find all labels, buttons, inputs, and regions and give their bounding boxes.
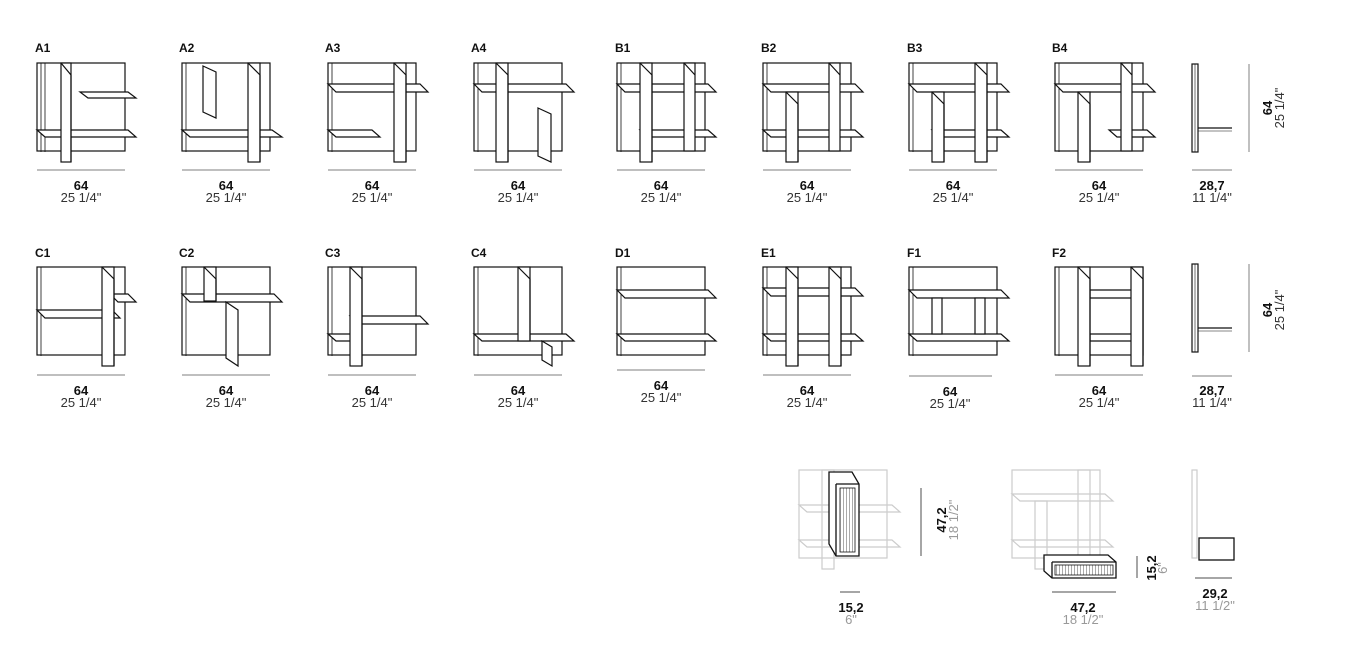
depth-in: 11 1/4" (1192, 190, 1232, 205)
accessory-vertical-box: 47,2 18 1/2" 15,2 6" (797, 469, 961, 627)
width-in: 25 1/4" (498, 395, 539, 410)
height-cm: 15,2 (1144, 555, 1159, 580)
width-in: 25 1/4" (1079, 395, 1120, 410)
width-cm: 64 (800, 383, 815, 398)
module-label: C3 (325, 246, 341, 260)
module-label: F2 (1052, 246, 1066, 260)
module-b3: B3 64 25 1/4" (907, 41, 1011, 205)
width-cm: 64 (1092, 383, 1107, 398)
module-c3: C3 64 25 1/4" (325, 246, 430, 410)
width-in: 25 1/4" (206, 395, 247, 410)
height-cm: 47,2 (934, 507, 949, 532)
depth-cm: 29,2 (1202, 586, 1227, 601)
width-cm: 64 (1092, 178, 1107, 193)
module-e1: E1 64 25 1/4" (761, 246, 865, 410)
module-c2: C2 64 25 1/4" (179, 246, 284, 410)
module-label: E1 (761, 246, 776, 260)
module-label: A1 (35, 41, 51, 55)
width-cm: 64 (511, 178, 526, 193)
module-label: B4 (1052, 41, 1068, 55)
module-label: B2 (761, 41, 777, 55)
module-label: C1 (35, 246, 51, 260)
height-in: 25 1/4" (1272, 87, 1287, 128)
module-a2: A2 64 25 1/4" (179, 41, 284, 205)
width-in: 25 1/4" (352, 395, 393, 410)
width-in: 25 1/4" (641, 390, 682, 405)
width-cm: 64 (219, 383, 234, 398)
module-label: C4 (471, 246, 487, 260)
width-in: 25 1/4" (61, 190, 102, 205)
width-in: 25 1/4" (787, 190, 828, 205)
width-cm: 64 (74, 178, 89, 193)
width-cm: 64 (219, 178, 234, 193)
side-view-row2: 64 25 1/4" 28,7 11 1/4" (1191, 263, 1287, 410)
module-label: F1 (907, 246, 921, 260)
module-d1: D1 64 25 1/4" (615, 246, 718, 405)
depth-cm: 28,7 (1199, 383, 1224, 398)
width-in: 25 1/4" (930, 396, 971, 411)
width-cm: 64 (654, 378, 669, 393)
width-cm: 64 (946, 178, 961, 193)
height-in: 25 1/4" (1272, 289, 1287, 330)
module-b1: B1 64 25 1/4" (615, 41, 718, 205)
width-in: 25 1/4" (61, 395, 102, 410)
module-c1: C1 64 25 1/4" (35, 246, 138, 410)
module-c4: C4 64 25 1/4" (471, 246, 576, 410)
module-label: B1 (615, 41, 631, 55)
width-cm: 64 (943, 384, 958, 399)
width-cm: 47,2 (1070, 600, 1095, 615)
height-in: 18 1/2" (946, 499, 961, 540)
side-view-row1: 64 25 1/4" 28,7 11 1/4" (1191, 63, 1287, 205)
module-label: C2 (179, 246, 195, 260)
width-cm: 64 (654, 178, 669, 193)
module-f2: F2 64 25 1/4" (1052, 246, 1144, 410)
module-f1: F1 64 25 1/4" (907, 246, 1011, 411)
width-in: 18 1/2" (1063, 612, 1104, 627)
width-cm: 64 (365, 178, 380, 193)
width-cm: 64 (365, 383, 380, 398)
module-a1: A1 64 25 1/4" (35, 41, 138, 205)
module-b2: B2 64 25 1/4" (761, 41, 865, 205)
height-cm: 64 (1260, 302, 1275, 317)
width-in: 25 1/4" (641, 190, 682, 205)
depth-in: 11 1/4" (1192, 395, 1232, 410)
accessory-horizontal-box: 15,2 6" 47,2 18 1/2" (1010, 469, 1170, 627)
width-in: 25 1/4" (1079, 190, 1120, 205)
module-a3: A3 64 25 1/4" (325, 41, 430, 205)
module-label: A4 (471, 41, 487, 55)
module-label: B3 (907, 41, 923, 55)
module-a4: A4 64 25 1/4" (471, 41, 576, 205)
width-cm: 64 (74, 383, 89, 398)
width-in: 25 1/4" (206, 190, 247, 205)
height-in: 6" (1155, 562, 1170, 574)
depth-in: 11 1/2" (1195, 598, 1235, 613)
width-cm: 64 (511, 383, 526, 398)
accessory-side-view: 29,2 11 1/2" (1191, 469, 1235, 613)
height-cm: 64 (1260, 100, 1275, 115)
module-b4: B4 64 25 1/4" (1052, 41, 1157, 205)
module-label: A2 (179, 41, 195, 55)
width-in: 25 1/4" (933, 190, 974, 205)
width-in: 25 1/4" (498, 190, 539, 205)
width-cm: 64 (800, 178, 815, 193)
module-label: A3 (325, 41, 341, 55)
width-cm: 15,2 (838, 600, 863, 615)
width-in: 6" (845, 612, 857, 627)
width-in: 25 1/4" (787, 395, 828, 410)
width-in: 25 1/4" (352, 190, 393, 205)
module-label: D1 (615, 246, 631, 260)
depth-cm: 28,7 (1199, 178, 1224, 193)
